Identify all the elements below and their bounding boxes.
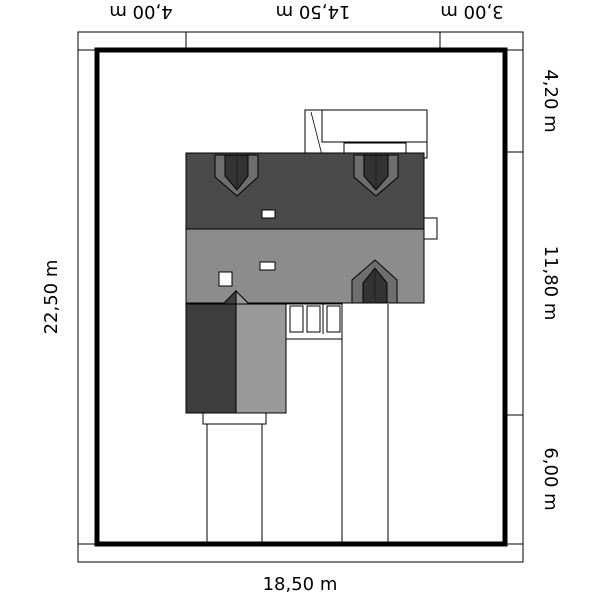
dim-top-1: 4,00 m xyxy=(109,1,172,22)
terrace xyxy=(304,109,428,159)
dim-right-3: 6,00 m xyxy=(540,447,561,510)
driveways xyxy=(206,304,389,544)
dormer-rear-right xyxy=(353,154,399,197)
roof-window-2 xyxy=(259,261,276,271)
dim-right-1: 4,20 m xyxy=(540,69,561,132)
dim-right-2: 11,80 m xyxy=(540,246,561,321)
chimney xyxy=(218,271,233,287)
roof-window-1 xyxy=(261,209,276,219)
dormer-front-right xyxy=(351,259,398,304)
dim-bottom: 18,50 m xyxy=(263,574,338,595)
garage-roof-left xyxy=(185,289,237,414)
plot-boundary xyxy=(94,47,508,547)
side-bay xyxy=(423,217,438,240)
dim-top-2: 14,50 m xyxy=(276,1,351,22)
outer-frame xyxy=(77,31,524,563)
garage-roof-right xyxy=(235,289,287,414)
dormer-rear-left xyxy=(214,154,259,197)
entrance-porch xyxy=(285,303,343,340)
dim-left: 22,50 m xyxy=(41,260,62,335)
garage-canopy xyxy=(202,412,267,425)
dim-top-3: 3,00 m xyxy=(440,1,503,22)
